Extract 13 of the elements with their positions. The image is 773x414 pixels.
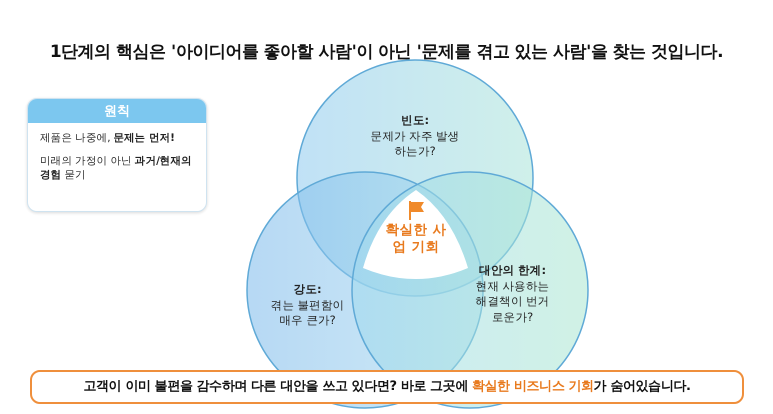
center-text: 확실한 사업 기회: [385, 222, 447, 256]
circle-text: 문제가 자주 발생하는가?: [370, 128, 460, 160]
circle-text: 겪는 불편함이 매우 큰가?: [270, 298, 346, 329]
principle-card: [27, 98, 207, 212]
circle-heading: 빈도:: [400, 113, 430, 129]
card-text: 제품은 나중에, 문제는 먼저!: [40, 131, 176, 146]
title: 1단계의 핵심은 '아이디어를 좋아할 사람'이 아닌 '문제를 겪고 있는 사람'을 찾는 것입니다.: [48, 41, 724, 63]
card-heading: 원칙: [28, 99, 206, 123]
callout-banner: 고객이 이미 불편을 감수하며 다른 대안을 쓰고 있다면? 바로 그곳에 확실한 비즈니스 기회가 숨어있습니다.: [30, 370, 744, 404]
circle-text: 현재 사용하는 해결책이 번거로운가?: [474, 278, 550, 326]
circle-heading: 강도:: [292, 282, 322, 298]
card-text: 미래의 가정이 아닌 과거/현재의 경험 묻기: [40, 154, 193, 184]
circle-heading: 대안의 한계:: [478, 263, 547, 279]
